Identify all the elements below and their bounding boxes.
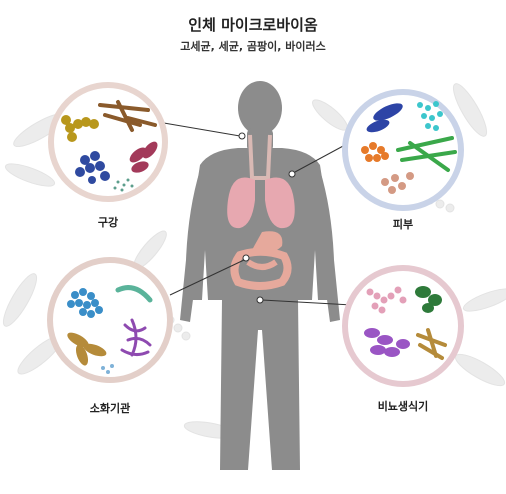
internal-organs [227, 134, 295, 290]
urogenital-bacteria [364, 286, 447, 360]
human-body [180, 81, 340, 470]
gut-bacteria [67, 285, 153, 374]
skin-microbes-circle [342, 89, 464, 211]
left-lung [227, 177, 255, 229]
label-urogenital: 비뇨생식기 [377, 400, 429, 413]
mouth-microbes-circle [48, 82, 168, 202]
right-lung [265, 177, 295, 229]
gut-microbes-circle [47, 257, 173, 383]
label-skin: 피부 [392, 218, 414, 231]
intestine [230, 247, 292, 290]
label-mouth: 구강 [97, 216, 119, 229]
skin-bacteria [361, 101, 457, 194]
page-title: 인체 마이크로바이옴 [188, 16, 318, 34]
mouth-bacteria [61, 100, 158, 192]
background-microbes [2, 83, 506, 439]
urogenital-microbes-circle [342, 265, 464, 387]
stomach [252, 231, 283, 254]
connector-lines [157, 121, 353, 306]
label-gut: 소화기관 [89, 402, 131, 415]
page-subtitle: 고세균, 세균, 곰팡이, 바이러스 [180, 40, 326, 53]
